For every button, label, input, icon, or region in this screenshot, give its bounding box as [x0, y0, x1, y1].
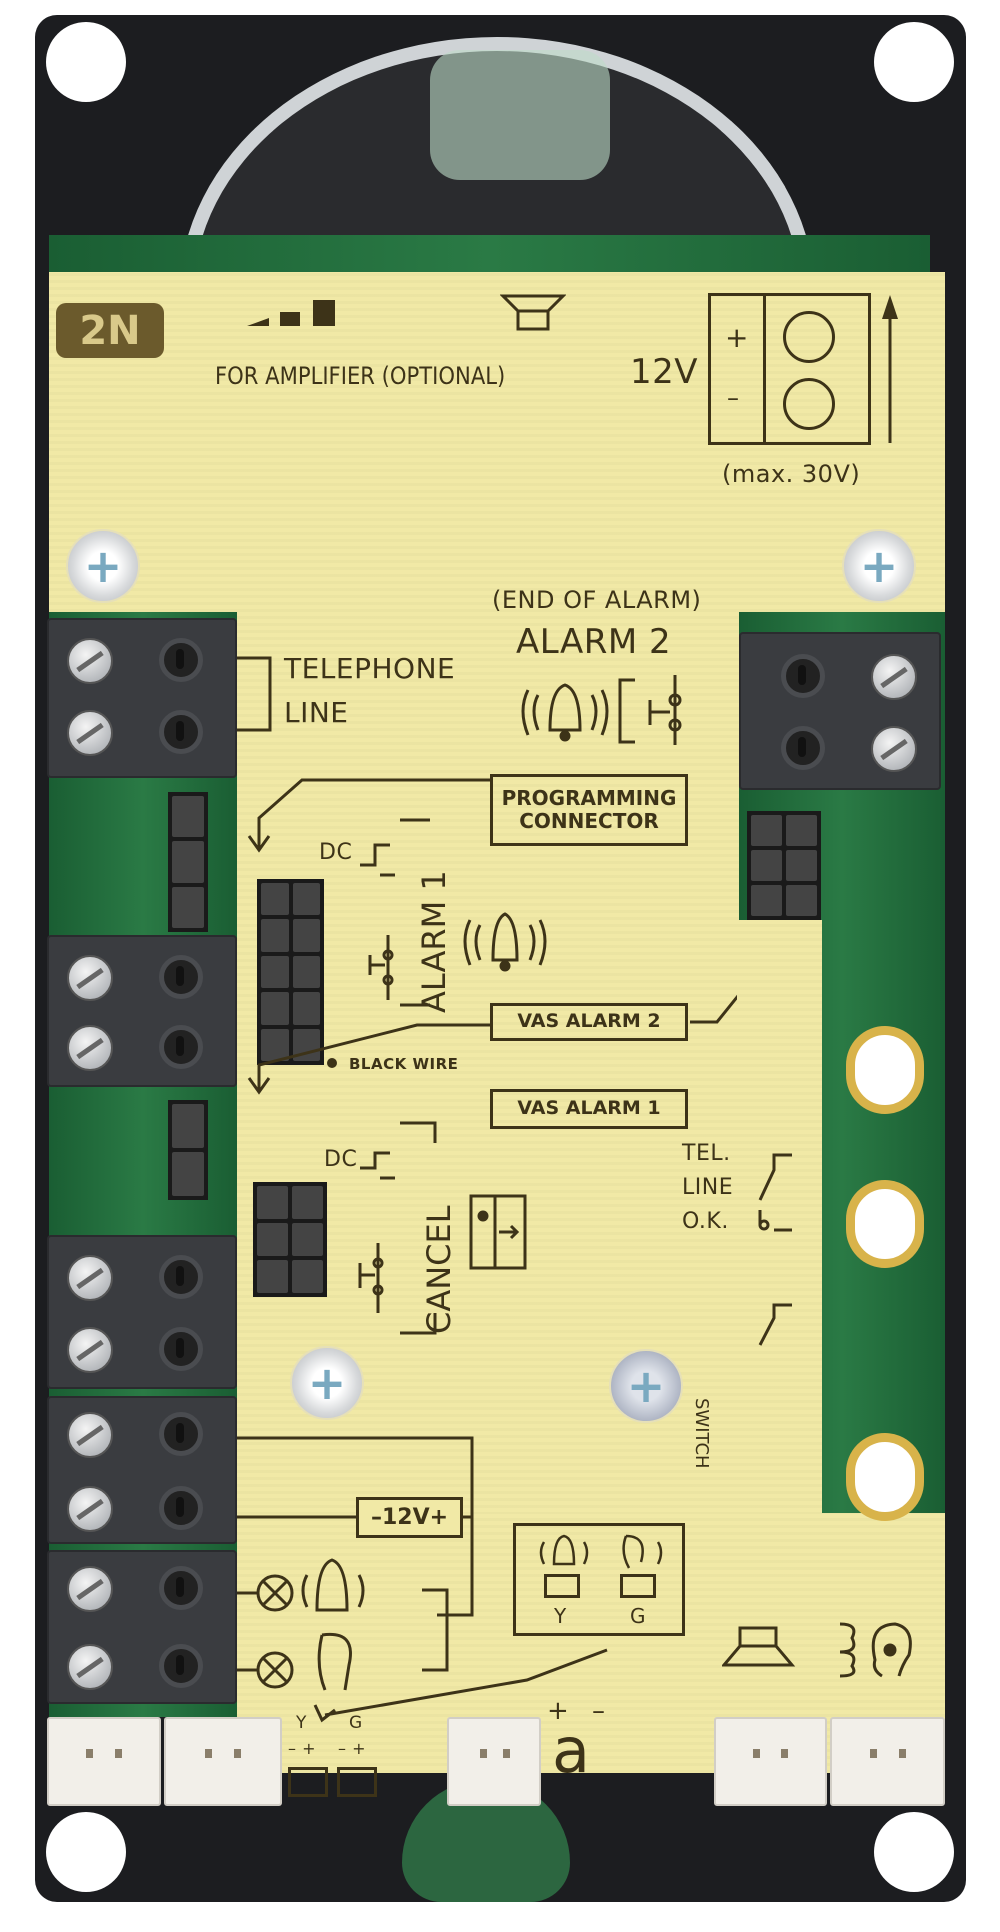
telephone-label-line2: LINE: [284, 696, 349, 729]
jumper-header[interactable]: [168, 792, 208, 932]
cancel-switch-bracket: [358, 1121, 437, 1335]
vas-alarm2-label: VAS ALARM 2: [517, 1010, 661, 1033]
cancel-dc-label: DC: [324, 1147, 358, 1172]
screw-symbol: [783, 311, 835, 363]
bottom-g-polarity: – +: [338, 1739, 366, 1758]
black-wire-label: BLACK WIRE: [349, 1055, 459, 1073]
mounting-hole: [874, 1812, 954, 1892]
terminal-block-power[interactable]: [47, 1396, 237, 1544]
bottom-y-polarity: – +: [288, 1739, 316, 1758]
mounting-slot: [846, 1180, 924, 1268]
vas-alarm1-label: VAS ALARM 1: [517, 1097, 661, 1120]
connector-jack-speaker[interactable]: [714, 1717, 827, 1806]
alarm1-bell-icon: [463, 912, 547, 972]
indicator-g-label: G: [630, 1604, 646, 1628]
mounting-slot: [846, 1026, 924, 1114]
signal-strength-icon: [247, 300, 335, 326]
tel-ok-line3: O.K.: [682, 1209, 729, 1234]
vas-alarm1-box: VAS ALARM 1: [490, 1089, 688, 1129]
minus-sign: –: [727, 384, 740, 412]
mounting-hole: [46, 1812, 126, 1892]
speaker-output-icon: [722, 1626, 796, 1667]
green-led-connector-symbol: [620, 1574, 656, 1598]
plus-sign: +: [725, 321, 749, 354]
mounting-screw: [290, 1346, 364, 1420]
terminal-block-cancel[interactable]: [47, 1235, 237, 1389]
overlay-bottom: [237, 1513, 945, 1773]
amplifier-label: FOR AMPLIFIER (OPTIONAL): [215, 362, 506, 390]
overlay-middle-right: [738, 920, 822, 1515]
power-12v-box: –12V+: [356, 1497, 463, 1538]
mounting-screw: [609, 1349, 683, 1423]
terminal-block-telephone[interactable]: [47, 618, 237, 778]
terminal-block-alarm2[interactable]: [739, 632, 941, 790]
a-minus: –: [592, 1696, 606, 1726]
wiring-arrows: [247, 778, 737, 1095]
mounting-screw: [66, 529, 140, 603]
vas-alarm2-box: VAS ALARM 2: [490, 1003, 688, 1041]
alarm-bell-pushbutton-icon: [521, 675, 682, 745]
alarm2-title: ALARM 2: [516, 622, 672, 662]
connector-jack[interactable]: [47, 1717, 161, 1806]
connector-jack[interactable]: [164, 1717, 282, 1806]
telephone-bracket: [237, 656, 272, 732]
programming-connector-header[interactable]: [747, 811, 821, 920]
bell-and-speech-icons: [539, 1534, 663, 1569]
alarm1-title: ALARM 1: [415, 870, 453, 1013]
amplifier-terminal-symbol: + –: [708, 293, 871, 445]
speaker-capsule: [430, 50, 610, 180]
yellow-led-connector-symbol: [544, 1574, 580, 1598]
pcb-top-strip: [49, 235, 930, 275]
brand-logo: 2N: [56, 303, 164, 358]
exit-door-icon: [469, 1194, 527, 1270]
speaker-icon: [500, 294, 566, 331]
voltage-label: 12V: [630, 352, 699, 392]
mounting-slot: [846, 1433, 924, 1521]
end-of-alarm-label: (END OF ALARM): [492, 586, 702, 614]
programming-connector-line2: CONNECTOR: [519, 809, 659, 833]
connector-jack-loop[interactable]: [830, 1717, 945, 1806]
jumper-header[interactable]: [168, 1100, 208, 1200]
bottom-y-label: Y: [296, 1713, 307, 1733]
cancel-title: CANCEL: [420, 1205, 458, 1334]
green-led-pad: [337, 1767, 377, 1797]
yellow-led-pad: [288, 1767, 328, 1797]
terminal-block-alarm1[interactable]: [47, 935, 237, 1087]
tel-ok-line2: LINE: [682, 1175, 734, 1200]
hearing-loop-icon: [839, 1622, 912, 1678]
mounting-hole: [46, 22, 126, 102]
arrow-up-icon: [882, 295, 898, 443]
indicator-y-label: Y: [554, 1604, 567, 1628]
indicator-legend-box: Y G: [513, 1523, 685, 1636]
mounting-screw: [842, 529, 916, 603]
bottom-g-label: G: [349, 1713, 363, 1733]
alarm1-dc-label: DC: [319, 840, 353, 865]
a-plus: +: [547, 1696, 570, 1726]
programming-connector-line1: PROGRAMMING: [501, 786, 677, 810]
alarm1-switch-bracket: [360, 818, 430, 1007]
screw-symbol: [783, 378, 835, 430]
black-wire-dot: [327, 1058, 337, 1068]
mounting-hole: [874, 22, 954, 102]
power-12v-label: –12V+: [370, 1504, 449, 1530]
tel-ok-line1: TEL.: [682, 1141, 731, 1166]
relay-contact-icons: [758, 1153, 792, 1346]
telephone-label-line1: TELEPHONE: [284, 652, 456, 685]
indicator-wiring: [237, 1436, 608, 1723]
connector-jack-a[interactable]: [447, 1717, 541, 1806]
cancel-jumper-header[interactable]: [253, 1182, 327, 1297]
terminal-block-indicators[interactable]: [47, 1550, 237, 1704]
max-voltage-label: (max. 30V): [722, 460, 861, 488]
a-label: a: [552, 1714, 591, 1787]
